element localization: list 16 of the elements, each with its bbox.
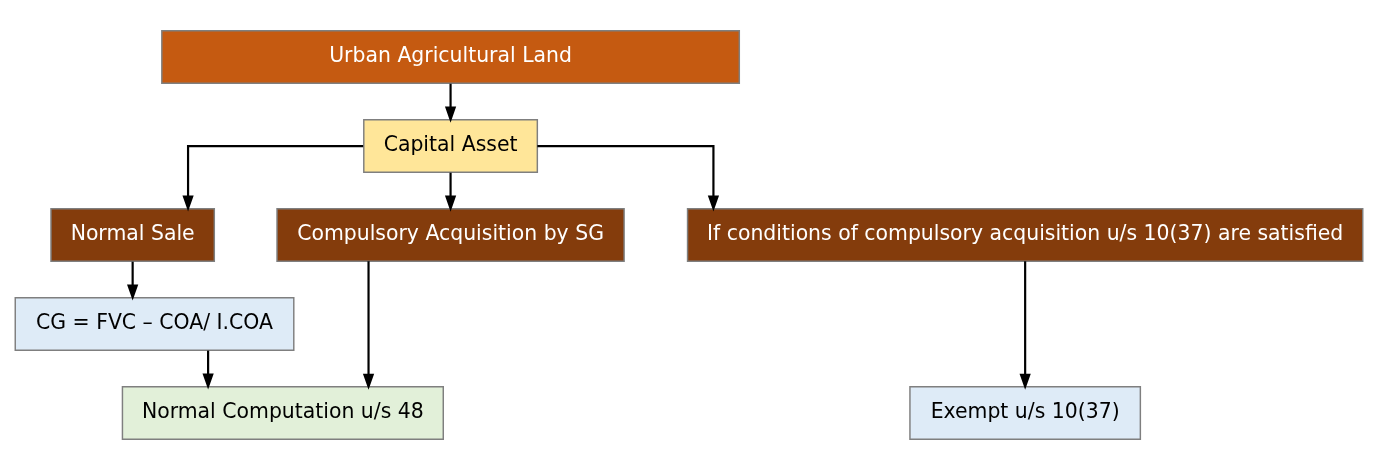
node-box: If conditions of compulsory acquisition u/s 10(37) are satisfied [686,207,1364,262]
node-box: Capital Asset [363,118,539,173]
arrow [202,350,214,390]
arrow [537,144,720,212]
node-box: Compulsory Acquisition by SG [276,207,625,262]
arrow [444,172,457,212]
node-box: CG = FVC – COA/ I.COA [14,296,295,351]
arrow [1019,260,1031,390]
arrow [182,144,364,212]
node-box: Normal Sale [50,207,216,262]
arrow [444,83,457,123]
arrow [127,261,139,301]
node-box: Normal Computation u/s 48 [121,385,444,440]
node-box: Exempt u/s 10(37) [909,385,1142,440]
node-box: Urban Agricultural Land [161,29,741,84]
arrow [362,260,375,390]
